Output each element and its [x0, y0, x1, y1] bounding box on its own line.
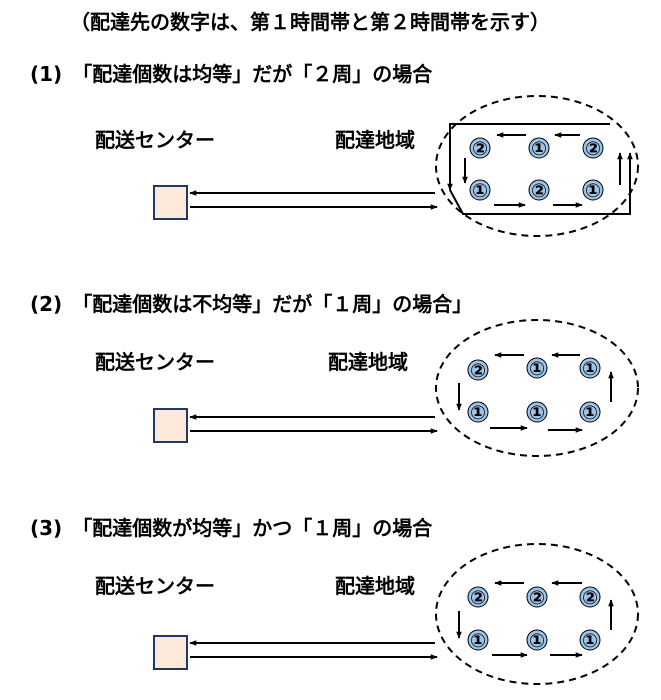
svg-text:①: ①: [582, 402, 598, 424]
destination-node: ②: [467, 359, 489, 382]
destination-node: ①: [528, 137, 550, 160]
destination-node: ①: [467, 401, 489, 424]
destination-node: ①: [526, 357, 548, 380]
section-1-outer-route-top: [447, 123, 610, 191]
destination-node: ②: [582, 137, 604, 160]
destination-node: ②: [467, 586, 489, 609]
section-1-area-label: 配達地域: [335, 128, 415, 152]
section-1-title: (1) 「配達個数は均等」だが「２周」の場合: [30, 62, 433, 86]
svg-text:②: ②: [585, 138, 601, 160]
section-1-delivery-center-box: [153, 185, 188, 220]
section-2-diagram: ② ① ① ① ① ①: [153, 319, 639, 457]
section-1-outer-route-bottom: [449, 152, 633, 215]
section-2-delivery-center-box: [153, 408, 188, 443]
destination-node: ①: [467, 629, 489, 652]
svg-text:②: ②: [582, 587, 598, 609]
section-2-area-boundary: [435, 319, 639, 457]
section-3-delivery-center-box: [153, 635, 188, 670]
destination-node: ①: [469, 179, 491, 202]
destination-node: ①: [579, 401, 601, 424]
section-2-title: (2) 「配達個数は不均等」だが「１周」の場合」: [30, 292, 473, 316]
svg-text:②: ②: [470, 587, 486, 609]
section-3-center-label: 配送センター: [95, 574, 215, 598]
section-3-diagram: ② ② ② ① ① ①: [153, 543, 639, 685]
svg-text:②: ②: [470, 360, 486, 382]
svg-text:①: ①: [529, 630, 545, 652]
section-3-destination-nodes: ② ② ② ① ① ①: [467, 586, 601, 652]
svg-text:②: ②: [472, 138, 488, 160]
svg-text:①: ①: [582, 358, 598, 380]
section-1-center-label: 配送センター: [95, 128, 215, 152]
section-1-diagram: ② ① ② ① ② ①: [153, 95, 639, 237]
section-1-destination-nodes: ② ① ② ① ② ①: [469, 137, 604, 202]
destination-node: ②: [579, 586, 601, 609]
diagram-note: （配達先の数字は、第１時間帯と第２時間帯を示す）: [70, 10, 550, 34]
section-2-destination-nodes: ② ① ① ① ① ①: [467, 357, 601, 424]
section-2-area-label: 配達地域: [328, 350, 408, 374]
section-1-area-boundary: [435, 95, 639, 237]
svg-text:②: ②: [529, 587, 545, 609]
destination-node: ①: [526, 401, 548, 424]
destination-node: ①: [579, 629, 601, 652]
svg-text:①: ①: [472, 180, 488, 202]
section-3-title: (3) 「配達個数が均等」かつ「１周」の場合: [30, 516, 433, 540]
destination-node: ①: [582, 179, 604, 202]
svg-text:①: ①: [531, 138, 547, 160]
svg-text:①: ①: [529, 402, 545, 424]
svg-text:①: ①: [470, 630, 486, 652]
destination-node: ①: [526, 629, 548, 652]
svg-text:②: ②: [531, 180, 547, 202]
destination-node: ①: [579, 357, 601, 380]
svg-text:①: ①: [529, 358, 545, 380]
section-3-area-boundary: [435, 543, 639, 685]
svg-text:①: ①: [470, 402, 486, 424]
section-3-area-label: 配達地域: [335, 574, 415, 598]
destination-node: ②: [526, 586, 548, 609]
destination-node: ②: [528, 179, 550, 202]
section-2-center-label: 配送センター: [95, 350, 215, 374]
destination-node: ②: [469, 137, 491, 160]
svg-text:①: ①: [585, 180, 601, 202]
svg-text:①: ①: [582, 630, 598, 652]
